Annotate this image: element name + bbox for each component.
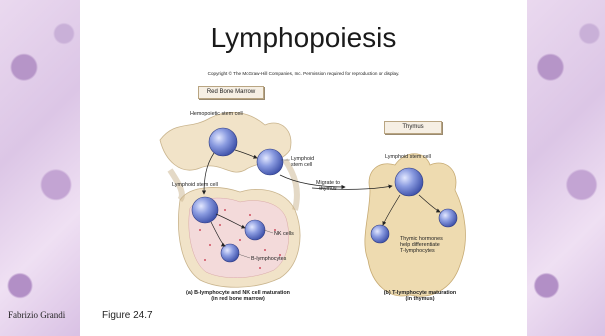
background-left-panel xyxy=(0,0,80,336)
background-right-panel xyxy=(527,0,605,336)
caption-a: (a) B-lymphocyte and NK cell maturation … xyxy=(158,290,318,302)
t-lymphocyte-left xyxy=(371,225,389,243)
b-lymphocyte xyxy=(221,244,239,262)
migrate-label: Migrate to thymus xyxy=(316,180,340,192)
figure-number: Figure 24.7 xyxy=(102,310,153,321)
hemopoietic-stem-cell-label: Hemopoietic stem cell xyxy=(190,111,243,117)
slide: Lymphopoiesis Copyright © The McGraw-Hil… xyxy=(80,0,527,336)
lymphoid-stem-cell-left xyxy=(192,197,218,223)
lymphoid-stem-cell-thymus-label: Lymphoid stem cell xyxy=(385,154,431,160)
lymphoid-stem-cell-left-label: Lymphoid stem cell xyxy=(172,182,218,188)
hemopoietic-stem-cell xyxy=(209,128,237,156)
author-name: Fabrizio Grandi xyxy=(8,310,65,320)
red-bone-marrow-tag: Red Bone Marrow xyxy=(198,86,264,99)
thymus-tag: Thymus xyxy=(384,121,442,134)
nk-cells-label: NK cells xyxy=(274,231,294,237)
lymphoid-stem-cell-marrow-label: Lymphoid stem cell xyxy=(291,156,314,168)
t-lymphocyte-right xyxy=(439,209,457,227)
caption-b: (b) T-lymphocyte maturation (in thymus) xyxy=(370,290,470,302)
b-lymphocytes-label: B-lymphocytes xyxy=(251,256,286,262)
thymic-hormones-label: Thymic hormones help differentiate T-lym… xyxy=(400,236,443,254)
nk-cell xyxy=(245,220,265,240)
lymphoid-stem-cell-thymus xyxy=(395,168,423,196)
lymphopoiesis-diagram xyxy=(80,0,527,336)
lymphoid-stem-cell-upper xyxy=(257,149,283,175)
